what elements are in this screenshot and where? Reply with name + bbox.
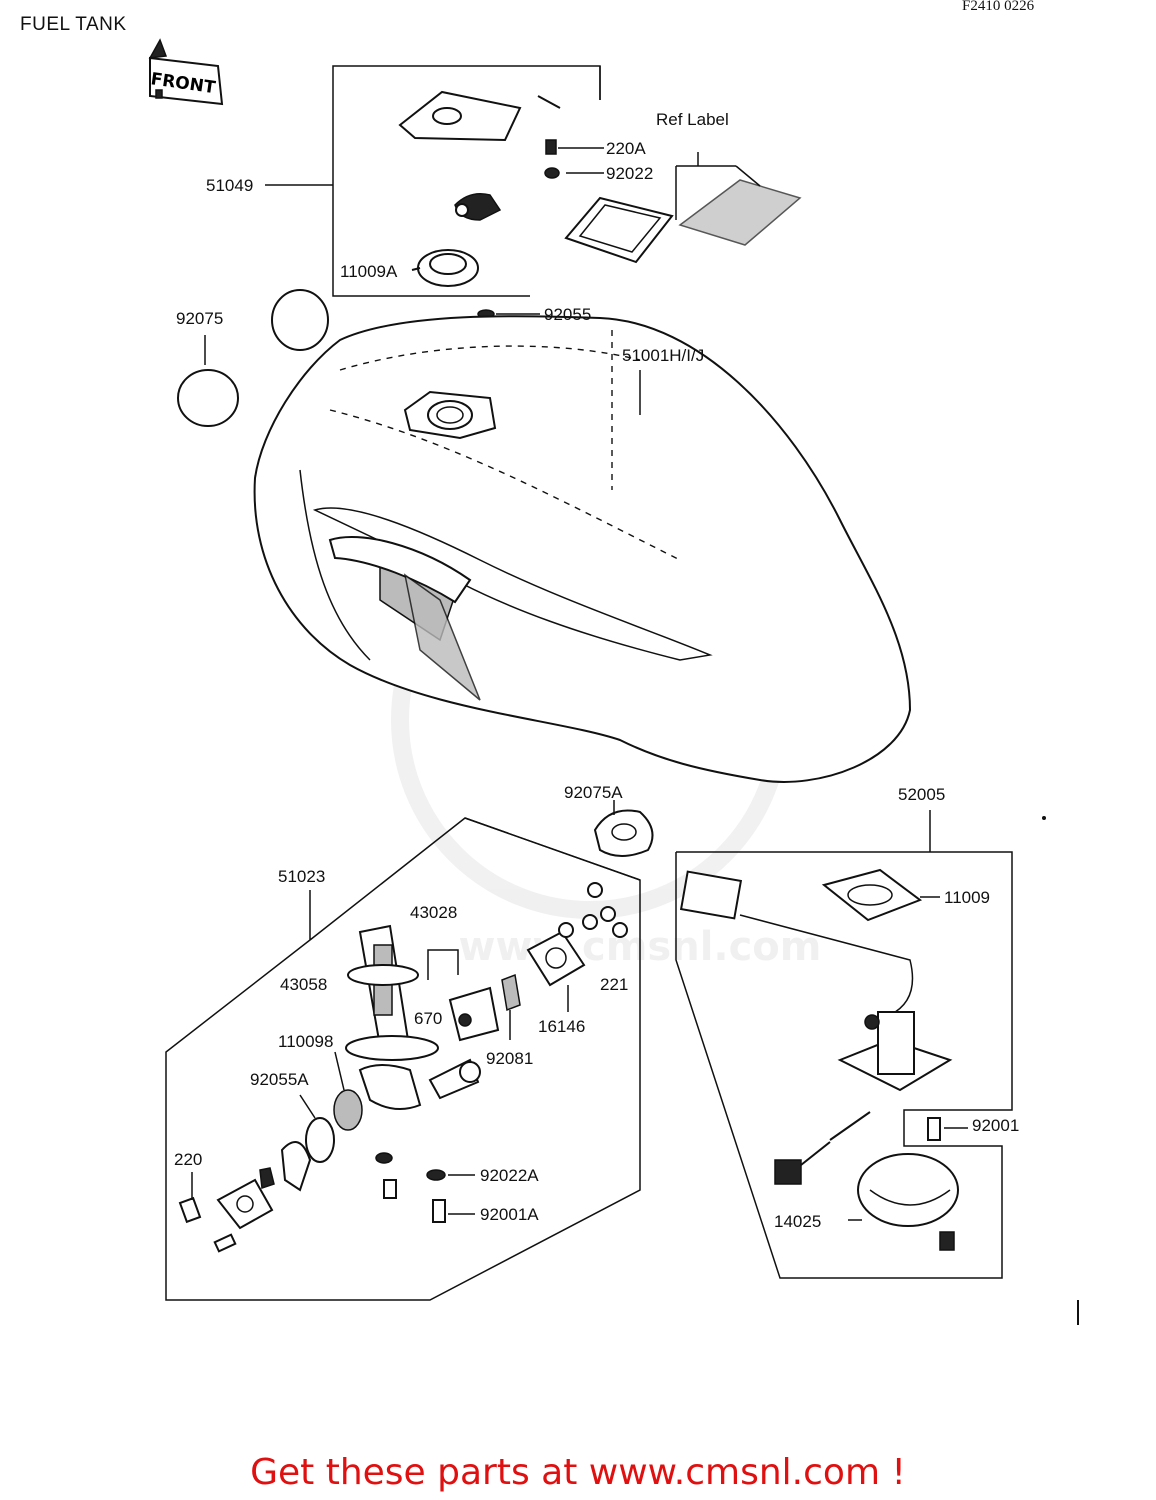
callout-labels: 51049 220A 92022 Ref Label 11009A 92055 … <box>174 110 1019 1231</box>
promo-link[interactable]: Get these parts at www.cmsnl.com ! <box>250 1452 906 1493</box>
label-14025: 14025 <box>774 1212 821 1231</box>
label-92001a: 92001A <box>480 1205 539 1224</box>
label-52005: 52005 <box>898 785 945 804</box>
label-92055a: 92055A <box>250 1070 309 1089</box>
label-220a: 220A <box>606 139 646 158</box>
screw-220a <box>545 139 557 155</box>
label-221: 221 <box>600 975 628 994</box>
label-220: 220 <box>174 1150 202 1169</box>
label-43028: 43028 <box>410 903 457 922</box>
label-51049: 51049 <box>206 176 253 195</box>
label-92081: 92081 <box>486 1049 533 1068</box>
label-16146: 16146 <box>538 1017 585 1036</box>
tank-rubbers <box>177 289 329 427</box>
label-92075: 92075 <box>176 309 223 328</box>
label-92055: 92055 <box>544 305 591 324</box>
edge-dot <box>1042 816 1046 820</box>
sender-group <box>675 810 1013 1279</box>
label-670: 670 <box>414 1009 442 1028</box>
label-51001: 51001H/I/J <box>622 346 704 365</box>
fuel-tap-group <box>165 817 641 1301</box>
label-51023: 51023 <box>278 867 325 886</box>
label-92022a: 92022A <box>480 1166 539 1185</box>
label-11009a: 11009A <box>340 262 398 281</box>
fuel-tank-body <box>253 315 912 857</box>
cap-assembly-box <box>265 65 604 319</box>
label-92022: 92022 <box>606 164 653 183</box>
label-110098: 110098 <box>278 1032 333 1051</box>
label-92075a: 92075A <box>564 783 623 802</box>
diagram-code: F2410 0226 <box>962 0 1035 14</box>
front-badge: FRONT <box>148 38 224 106</box>
page-title: FUEL TANK <box>20 14 127 35</box>
label-ref-label: Ref Label <box>656 110 729 129</box>
label-92001: 92001 <box>972 1116 1019 1135</box>
label-43058: 43058 <box>280 975 327 994</box>
label-11009: 11009 <box>944 888 990 907</box>
ref-label-group <box>564 152 802 264</box>
